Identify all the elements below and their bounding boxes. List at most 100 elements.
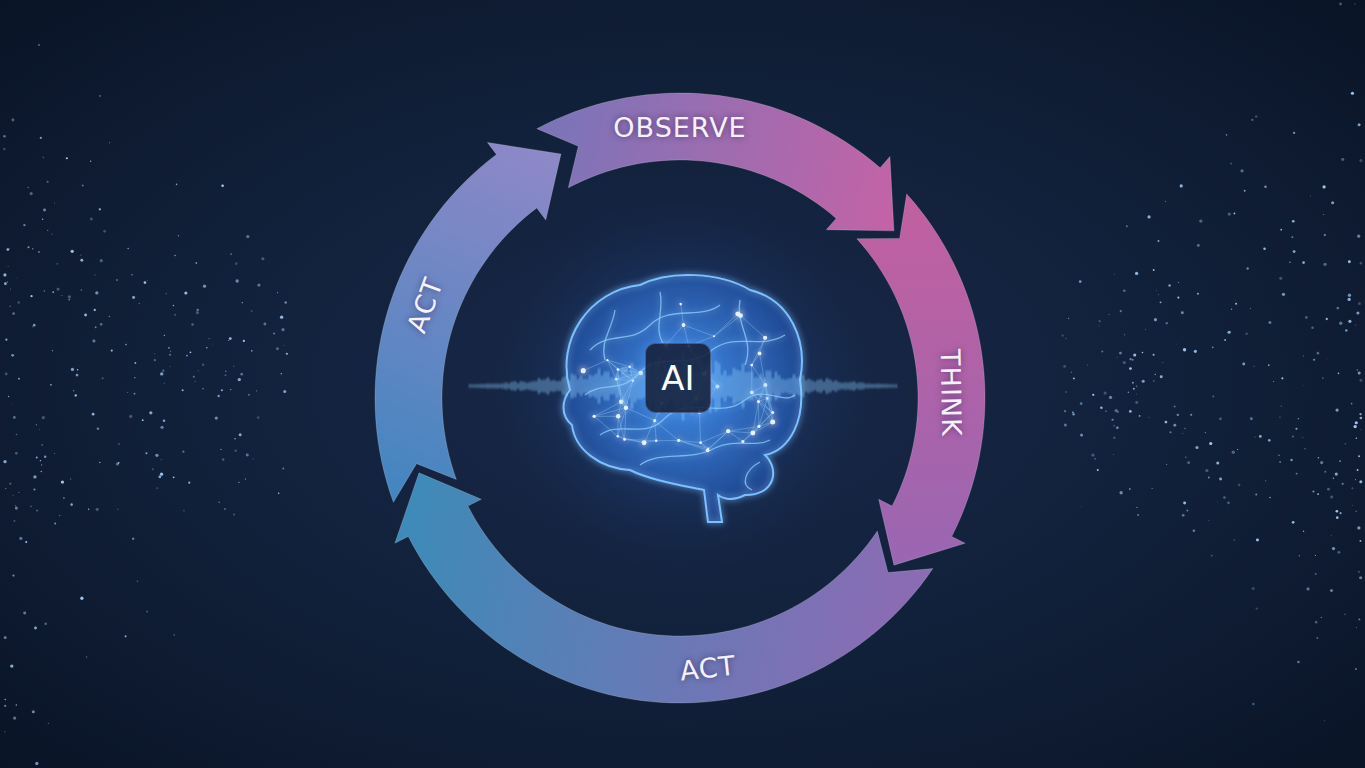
wave-bar [553, 380, 555, 391]
wave-bar [736, 370, 738, 402]
star [234, 450, 236, 452]
star [1227, 502, 1230, 505]
star [206, 347, 207, 348]
star [1331, 201, 1334, 204]
network-link [618, 416, 624, 439]
star [238, 482, 239, 483]
star [96, 508, 99, 511]
star [7, 265, 9, 267]
star [36, 457, 38, 459]
wave-bar [844, 382, 846, 389]
star [1137, 514, 1139, 516]
star [1344, 614, 1346, 616]
star [208, 338, 209, 339]
wave-bar [568, 380, 570, 391]
star [1256, 539, 1259, 542]
star [261, 257, 264, 260]
star [1100, 407, 1103, 410]
star [1175, 343, 1177, 345]
star [1355, 510, 1357, 512]
star [94, 309, 96, 311]
brain-outline [564, 275, 802, 522]
star [1177, 414, 1179, 416]
star [160, 472, 163, 475]
star [1068, 318, 1069, 319]
network-link [681, 304, 684, 325]
brain-network [581, 303, 776, 452]
star [40, 137, 42, 139]
wave-bar [481, 384, 483, 388]
star [1292, 436, 1294, 438]
network-link [656, 440, 678, 441]
star [51, 234, 52, 235]
wave-bar [526, 383, 528, 390]
star [54, 523, 56, 525]
star [53, 452, 55, 454]
star [94, 274, 95, 275]
star [202, 388, 204, 390]
wave-bar [886, 384, 888, 388]
star [1263, 248, 1266, 251]
star [1256, 608, 1258, 610]
star [236, 279, 239, 282]
network-link [594, 402, 621, 417]
star [219, 501, 220, 502]
star [281, 373, 282, 374]
star [97, 427, 100, 430]
star [1104, 392, 1107, 395]
wave-bar [469, 384, 471, 387]
star [32, 326, 34, 328]
star [7, 281, 8, 282]
star [3, 273, 6, 276]
star [5, 338, 7, 340]
star [12, 575, 14, 577]
arrow-band [537, 93, 894, 231]
wave-bar [490, 384, 492, 388]
star [173, 305, 174, 306]
star [1197, 244, 1200, 247]
star [1132, 382, 1134, 384]
star [76, 374, 79, 377]
star [27, 246, 29, 248]
wave-bar [727, 376, 729, 396]
star [1223, 496, 1226, 499]
star [174, 314, 176, 316]
star [1226, 134, 1228, 136]
cycle-arrow: OBSERVE [534, 91, 896, 233]
wave-bar [715, 361, 717, 411]
star [30, 505, 32, 507]
star [1291, 236, 1293, 238]
star [1197, 293, 1199, 295]
star [95, 291, 98, 294]
wave-bar [742, 364, 744, 409]
star [1336, 516, 1339, 519]
star [1193, 529, 1196, 532]
network-link [741, 316, 766, 338]
star [82, 185, 84, 187]
wave-bar [634, 369, 636, 402]
wave-bar [784, 380, 786, 393]
wave-bar [751, 372, 753, 401]
star [32, 248, 34, 250]
star [1282, 293, 1285, 296]
wave-bar [541, 380, 543, 392]
wave-bar [847, 383, 849, 390]
star [166, 293, 167, 294]
star [9, 248, 11, 250]
star [158, 475, 161, 478]
wave-bar [577, 379, 579, 393]
network-dot [750, 431, 755, 436]
star [99, 462, 100, 463]
star [1326, 318, 1328, 320]
network-dot [758, 351, 762, 355]
star [68, 295, 71, 298]
star [1183, 502, 1186, 505]
star [11, 354, 14, 357]
star [1355, 421, 1358, 424]
star [1153, 269, 1155, 271]
star [1064, 423, 1067, 426]
cycle-arrow: THINK [854, 191, 987, 568]
star [1310, 195, 1311, 196]
network-dot [629, 366, 631, 368]
star [1355, 626, 1357, 628]
